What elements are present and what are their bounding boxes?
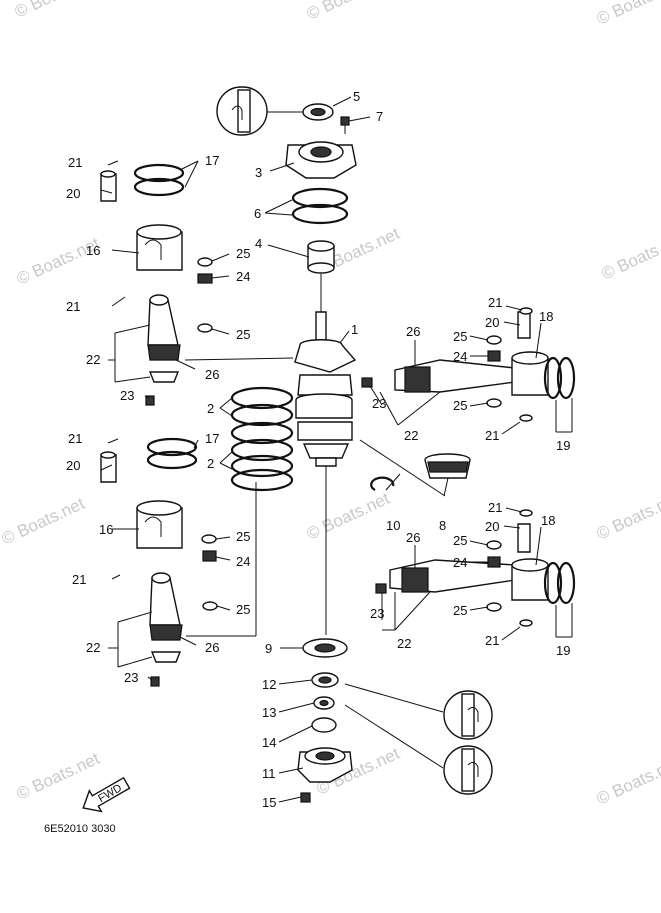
callout-18: 18 — [541, 513, 555, 528]
callout-22: 22 — [86, 640, 100, 655]
callout-21: 21 — [488, 295, 502, 310]
callout-26: 26 — [406, 324, 420, 339]
callout-25: 25 — [453, 533, 467, 548]
callout-20: 20 — [66, 186, 80, 201]
lower-main-bearing — [302, 638, 348, 658]
left-lower-piston-assembly — [100, 437, 218, 687]
callout-21: 21 — [485, 633, 499, 648]
watermark: © Boats.net — [12, 0, 101, 22]
callout-21: 21 — [68, 431, 82, 446]
callout-5: 5 — [353, 89, 360, 104]
watermark: © Boats.net — [594, 489, 661, 544]
callout-19: 19 — [556, 438, 570, 453]
callout-23: 23 — [120, 388, 134, 403]
callout-14: 14 — [262, 735, 276, 750]
callout-23: 23 — [370, 606, 384, 621]
watermark: © Boats.net — [14, 234, 103, 289]
watermark: © Boats.net — [304, 0, 393, 24]
callout-11: 11 — [262, 766, 276, 781]
callout-16: 16 — [86, 243, 100, 258]
callout-18: 18 — [539, 309, 553, 324]
callout-21: 21 — [68, 155, 82, 170]
callout-16: 16 — [99, 522, 113, 537]
washer — [313, 696, 335, 710]
oil-seal — [302, 103, 334, 121]
left-upper-piston-assembly — [100, 163, 213, 406]
callout-23: 23 — [372, 396, 386, 411]
callout-17: 17 — [205, 431, 219, 446]
callout-22: 22 — [397, 636, 411, 651]
callout-24: 24 — [453, 349, 467, 364]
callout-4: 4 — [255, 236, 262, 251]
callout-22: 22 — [86, 352, 100, 367]
callout-6: 6 — [254, 206, 261, 221]
circlip — [370, 476, 395, 491]
gasket — [311, 717, 337, 733]
catalog-code: 6E52010 3030 — [44, 823, 116, 835]
callout-21: 21 — [488, 500, 502, 515]
lower-oil-seal — [311, 672, 339, 688]
callout-26: 26 — [205, 367, 219, 382]
bolt — [340, 116, 350, 134]
callout-25: 25 — [453, 603, 467, 618]
watermark: © Boats.net — [599, 229, 661, 284]
center-main-bearing — [424, 453, 471, 479]
callouts: 5 7 3 6 4 1 2 2 10 8 9 12 13 14 11 15 21… — [66, 89, 570, 810]
callout-2: 2 — [207, 401, 214, 416]
callout-12: 12 — [262, 677, 276, 692]
callout-25: 25 — [453, 398, 467, 413]
callout-1: 1 — [351, 322, 358, 337]
fwd-label: FWD — [96, 782, 124, 805]
callout-13: 13 — [262, 705, 276, 720]
lower-seal-detail-bubbles — [344, 683, 493, 795]
callout-2: 2 — [207, 456, 214, 471]
callout-21: 21 — [72, 572, 86, 587]
callout-25: 25 — [453, 329, 467, 344]
callout-7: 7 — [376, 109, 383, 124]
lower-bolt — [300, 792, 311, 803]
forward-arrow-icon: FWD — [82, 776, 131, 813]
callout-22: 22 — [404, 428, 418, 443]
watermark: © Boats.net — [304, 489, 393, 544]
callout-24: 24 — [453, 555, 467, 570]
callout-26: 26 — [205, 640, 219, 655]
upper-bearing-housing — [285, 141, 357, 179]
callout-25: 25 — [236, 529, 250, 544]
seal-detail-bubble — [216, 86, 305, 136]
piston-rings-stack — [230, 386, 294, 492]
callout-25: 25 — [236, 602, 250, 617]
callout-10: 10 — [386, 518, 400, 533]
callout-26: 26 — [406, 530, 420, 545]
callout-15: 15 — [262, 795, 276, 810]
o-rings — [291, 187, 349, 225]
callout-20: 20 — [485, 315, 499, 330]
right-lower-conrod-piston — [375, 509, 576, 627]
upper-main-bearing — [307, 240, 335, 274]
callout-8: 8 — [439, 518, 446, 533]
right-upper-conrod-piston — [361, 307, 576, 422]
callout-21: 21 — [66, 299, 80, 314]
callout-23: 23 — [124, 670, 138, 685]
watermark: © Boats.net — [594, 754, 661, 809]
callout-25: 25 — [236, 246, 250, 261]
leader-lines — [100, 96, 573, 803]
callout-21: 21 — [485, 428, 499, 443]
lower-bearing-housing — [297, 747, 353, 783]
callout-20: 20 — [66, 458, 80, 473]
callout-9: 9 — [265, 641, 272, 656]
watermark: © Boats.net — [594, 0, 661, 29]
callout-17: 17 — [205, 153, 219, 168]
callout-24: 24 — [236, 554, 250, 569]
callout-25: 25 — [236, 327, 250, 342]
callout-20: 20 — [485, 519, 499, 534]
callout-19: 19 — [556, 643, 570, 658]
callout-24: 24 — [236, 269, 250, 284]
watermark: © Boats.net — [0, 494, 88, 549]
callout-3: 3 — [255, 165, 262, 180]
crankshaft — [294, 274, 357, 635]
